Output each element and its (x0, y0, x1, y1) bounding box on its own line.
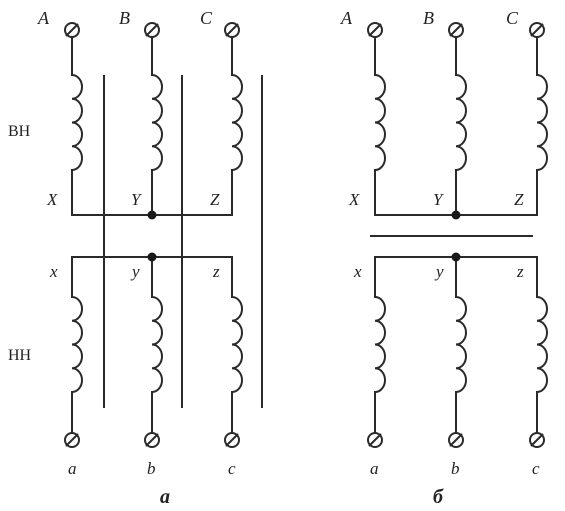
hv-neutral-dot-a (147, 210, 157, 220)
hv-end-label: X (348, 190, 360, 209)
hv-top-label: A (340, 8, 353, 28)
hv-coil-C (536, 74, 548, 171)
panel-b-caption: б (433, 486, 444, 508)
lv-coil-a (71, 296, 83, 393)
hv-wires-b (374, 34, 538, 216)
hv-neutral-dot-b (451, 210, 461, 220)
hv-terminal-C (529, 22, 545, 38)
lv-terminal-a (367, 432, 383, 448)
hv-coil-B (151, 74, 163, 171)
panel-b: A B C X Y Z x y z a b c б (340, 8, 548, 508)
hv-coil-A (374, 74, 386, 171)
lv-start-label: x (353, 262, 362, 281)
lv-bottom-label: b (451, 459, 460, 478)
lv-start-label: z (516, 262, 524, 281)
hv-wires-a (71, 34, 233, 216)
lv-side-label: НН (8, 347, 32, 364)
hv-top-label: A (37, 8, 50, 28)
panel-a-caption: а (160, 486, 170, 508)
hv-top-label: B (119, 8, 130, 28)
hv-end-label: X (46, 190, 58, 209)
lv-bottom-label: a (68, 459, 77, 478)
hv-top-label: C (506, 8, 519, 28)
lv-coil-b (151, 296, 163, 393)
hv-coil-C (231, 74, 243, 171)
lv-coil-c (536, 296, 548, 393)
hv-end-label: Y (131, 190, 142, 209)
lv-terminal-c (529, 432, 545, 448)
hv-end-label: Y (433, 190, 444, 209)
lv-coil-a (374, 296, 386, 393)
lv-terminal-c (224, 432, 240, 448)
hv-terminal-A (64, 22, 80, 38)
hv-top-label: B (423, 8, 434, 28)
lv-terminal-a (64, 432, 80, 448)
lv-terminal-b (144, 432, 160, 448)
hv-terminal-B (144, 22, 160, 38)
lv-terminal-b (448, 432, 464, 448)
hv-coil-B (455, 74, 467, 171)
lv-bottom-label: c (228, 459, 236, 478)
lv-start-label: x (49, 262, 58, 281)
lv-coil-b (455, 296, 467, 393)
hv-terminal-B (448, 22, 464, 38)
hv-end-label: Z (210, 190, 220, 209)
hv-coil-A (71, 74, 83, 171)
lv-bottom-label: c (532, 459, 540, 478)
hv-side-label: ВН (8, 123, 31, 140)
lv-start-label: z (212, 262, 220, 281)
hv-terminal-A (367, 22, 383, 38)
lv-bottom-label: a (370, 459, 379, 478)
lv-neutral-dot-b (451, 252, 461, 262)
lv-start-label: y (434, 262, 444, 281)
hv-top-label: C (200, 8, 213, 28)
lv-wires-a (71, 256, 233, 435)
lv-bottom-label: b (147, 459, 156, 478)
panel-a: A B C X Y Z x y z a b c ВН НН а (8, 8, 263, 508)
lv-coil-c (231, 296, 243, 393)
lv-neutral-dot-a (147, 252, 157, 262)
hv-terminal-C (224, 22, 240, 38)
hv-end-label: Z (514, 190, 524, 209)
lv-start-label: y (130, 262, 140, 281)
